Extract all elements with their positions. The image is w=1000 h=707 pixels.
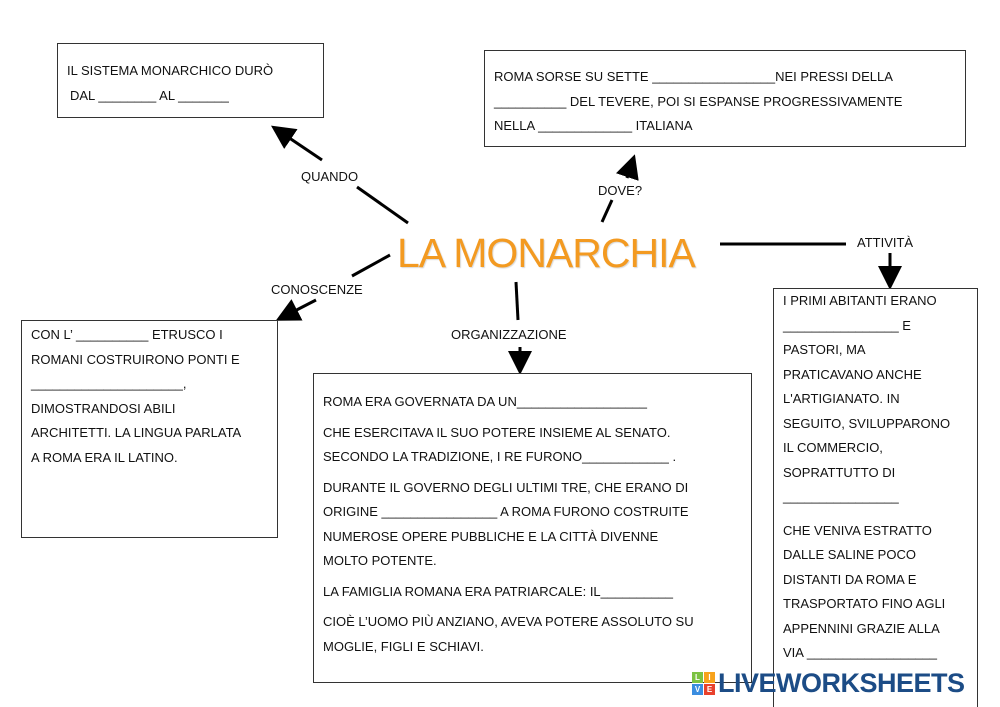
line-dove — [600, 199, 614, 223]
text-line: L'ARTIGIANATO. IN — [783, 391, 900, 406]
text-line: MOGLIE, FIGLI E SCHIAVI. — [323, 638, 484, 654]
label-attivita: ATTIVITÀ — [857, 235, 914, 250]
box-conoscenze: CON L’ __________ ETRUSCO I ROMANI COSTR… — [21, 320, 278, 538]
text-line: ROMA SORSE SU SETTE _________________NEI… — [494, 69, 893, 84]
label-quando: QUANDO — [301, 169, 359, 184]
box-organizzazione: ROMA ERA GOVERNATA DA UN________________… — [313, 373, 752, 683]
text-line: SOPRATTUTTO DI — [783, 464, 896, 480]
text-line: DURANTE IL GOVERNO DEGLI ULTIMI TRE, CHE… — [323, 479, 689, 495]
line-conoscenze — [351, 253, 391, 278]
text-line: NELLA _____________ ITALIANA — [494, 118, 693, 133]
label-dove: DOVE? — [598, 183, 643, 198]
arrow-dove — [615, 154, 639, 181]
text-line: SECONDO LA TRADIZIONE, I RE FURONO______… — [323, 449, 677, 464]
text-line: NUMEROSE OPERE PUBBLICHE E LA CITTÀ DIVE… — [323, 528, 659, 544]
text-line: I PRIMI ABITANTI ERANO — [783, 293, 937, 308]
label-organizzazione: ORGANIZZAZIONE — [451, 327, 567, 342]
text-line: TRASPORTATO FINO AGLI — [783, 596, 946, 611]
text-line: IL COMMERCIO, — [783, 440, 883, 455]
text-line: MOLTO POTENTE. — [323, 553, 437, 568]
arrow-conoscenze — [275, 298, 317, 321]
text-line: ROMANI COSTRUIRONO PONTI E — [31, 351, 240, 367]
logo-tiles-icon: L I V E — [692, 672, 715, 695]
box-attivita: I PRIMI ABITANTI ERANO ________________ … — [773, 288, 978, 707]
text-line: __________ DEL TEVERE, POI SI ESPANSE PR… — [494, 93, 903, 109]
text-line: ORIGINE ________________ A ROMA FURONO C… — [323, 504, 689, 519]
text-line: CHE VENIVA ESTRATTO — [783, 522, 932, 538]
label-conoscenze: CONOSCENZE — [271, 282, 363, 297]
text-line: CON L’ __________ ETRUSCO I — [31, 327, 223, 342]
text-line: DAL ________ AL _______ — [70, 88, 229, 103]
box-quando: IL SISTEMA MONARCHICO DURÒ DAL ________ … — [57, 43, 324, 118]
text-line: CIOÈ L’UOMO PIÙ ANZIANO, AVEVA POTERE AS… — [323, 614, 694, 629]
logo-tile: E — [704, 684, 715, 695]
text-line: ARCHITETTI. LA LINGUA PARLATA — [31, 425, 242, 440]
text-line: CHE ESERCITAVA IL SUO POTERE INSIEME AL … — [323, 424, 671, 440]
text-line: APPENNINI GRAZIE ALLA — [783, 620, 940, 636]
logo-text: LIVEWORKSHEETS — [718, 668, 965, 698]
text-line: A ROMA ERA IL LATINO. — [31, 449, 178, 465]
logo-tile: I — [704, 672, 715, 683]
box-dove: ROMA SORSE SU SETTE _________________NEI… — [484, 50, 966, 147]
liveworksheets-logo: L I V E LIVEWORKSHEETS — [692, 668, 965, 699]
main-title: LA MONARCHIA — [397, 230, 696, 276]
line-quando — [356, 185, 409, 225]
text-line: ROMA ERA GOVERNATA DA UN________________… — [323, 394, 647, 409]
logo-tile: L — [692, 672, 703, 683]
arrow-quando — [271, 125, 323, 162]
text-line: ________________ — [783, 489, 899, 504]
text-line: LA FAMIGLIA ROMANA ERA PATRIARCALE: IL__… — [323, 583, 673, 599]
logo-tile: V — [692, 684, 703, 695]
text-line: ________________ E — [783, 317, 911, 333]
text-line: PASTORI, MA — [783, 342, 866, 357]
line-organizzazione — [514, 281, 520, 321]
text-line: IL SISTEMA MONARCHICO DURÒ — [67, 63, 274, 78]
text-line: VIA __________________ — [783, 645, 937, 660]
text-line: DISTANTI DA ROMA E — [783, 571, 917, 587]
text-line: SEGUITO, SVILUPPARONO — [783, 415, 951, 431]
text-line: PRATICAVANO ANCHE — [783, 366, 922, 382]
text-line: DIMOSTRANDOSI ABILI — [31, 400, 176, 416]
text-line: DALLE SALINE POCO — [783, 547, 916, 562]
text-line: _____________________, — [31, 376, 187, 391]
